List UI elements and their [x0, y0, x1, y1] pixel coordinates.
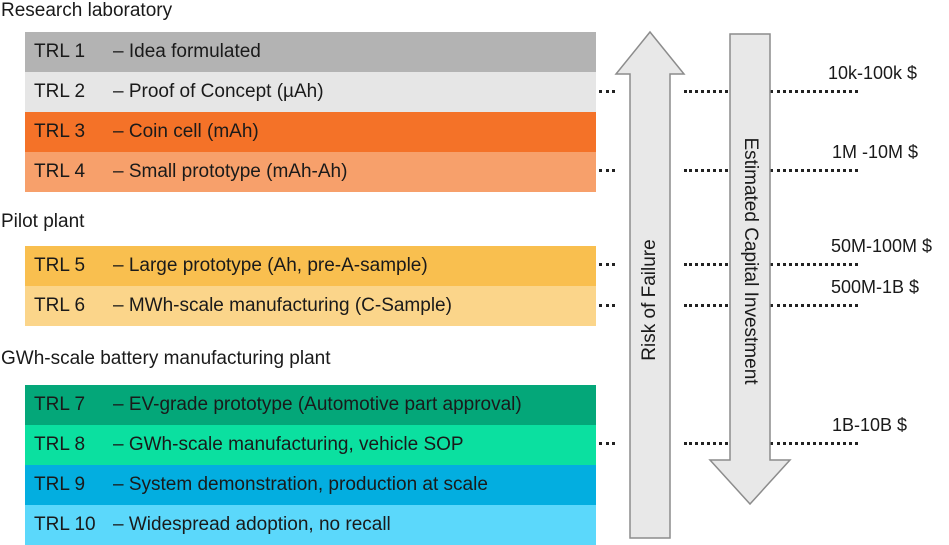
cost-label: 1M -10M $ [832, 142, 919, 162]
capital-investment-arrow [708, 33, 792, 506]
trl-id: TRL 9 [34, 474, 86, 495]
trl-row-5: TRL 5 – Large prototype (Ah, pre-A-sampl… [25, 246, 596, 286]
trl-id: TRL 8 [34, 434, 86, 455]
trl-row-10: TRL 10 – Widespread adoption, no recall [25, 505, 596, 545]
dotted-connector-right [770, 263, 858, 266]
trl-row-2: TRL 2 – Proof of Concept (µAh) [25, 72, 596, 112]
trl-row-1: TRL 1 – Idea formulated [25, 32, 596, 72]
trl-row-7: TRL 7 – EV-grade prototype (Automotive p… [25, 385, 596, 425]
trl-id: TRL 2 [34, 81, 86, 102]
section-title-gwh: GWh-scale battery manufacturing plant [1, 348, 331, 369]
trl-desc: – Idea formulated [113, 41, 261, 62]
trl-id: TRL 6 [34, 295, 86, 316]
dotted-connector-left [599, 304, 615, 307]
risk-of-failure-label: Risk of Failure [639, 239, 660, 361]
trl-row-8: TRL 8 – GWh-scale manufacturing, vehicle… [25, 425, 596, 465]
dotted-connector-right [770, 169, 858, 172]
trl-row-6: TRL 6 – MWh-scale manufacturing (C-Sampl… [25, 286, 596, 326]
trl-desc: – System demonstration, production at sc… [113, 474, 488, 495]
trl-desc: – Proof of Concept (µAh) [113, 81, 324, 102]
dotted-connector-left [599, 90, 615, 93]
trl-desc: – MWh-scale manufacturing (C-Sample) [113, 295, 452, 316]
trl-id: TRL 10 [34, 514, 96, 535]
trl-id: TRL 7 [34, 394, 86, 415]
capital-investment-label: Estimated Capital Investment [740, 137, 761, 385]
section-title-pilot: Pilot plant [1, 211, 85, 232]
trl-desc: – EV-grade prototype (Automotive part ap… [113, 394, 522, 415]
trl-desc: – GWh-scale manufacturing, vehicle SOP [113, 434, 464, 455]
dotted-connector-middle [684, 263, 728, 266]
dotted-connector-middle [684, 304, 728, 307]
cost-label: 1B-10B $ [832, 415, 908, 435]
cost-label: 500M-1B $ [831, 277, 920, 297]
cost-label: 50M-100M $ [831, 236, 933, 256]
trl-id: TRL 3 [34, 121, 86, 142]
dotted-connector-left [599, 263, 615, 266]
risk-of-failure-arrow [614, 30, 686, 539]
trl-desc: – Small prototype (mAh-Ah) [113, 161, 348, 182]
dotted-connector-middle [684, 442, 728, 445]
trl-row-3: TRL 3 – Coin cell (mAh) [25, 112, 596, 152]
trl-id: TRL 4 [34, 161, 86, 182]
trl-desc: – Large prototype (Ah, pre-A-sample) [113, 255, 428, 276]
trl-id: TRL 1 [34, 41, 86, 62]
dotted-connector-middle [684, 90, 728, 93]
trl-row-4: TRL 4 – Small prototype (mAh-Ah) [25, 152, 596, 192]
dotted-connector-right [770, 90, 858, 93]
dotted-connector-middle [684, 169, 728, 172]
cost-label: 10k-100k $ [828, 63, 918, 83]
dotted-connector-right [770, 304, 858, 307]
trl-id: TRL 5 [34, 255, 86, 276]
trl-desc: – Coin cell (mAh) [113, 121, 259, 142]
section-title-research: Research laboratory [1, 0, 173, 21]
trl-desc: – Widespread adoption, no recall [113, 514, 391, 535]
dotted-connector-right [770, 442, 858, 445]
dotted-connector-left [599, 442, 615, 445]
dotted-connector-left [599, 169, 615, 172]
trl-row-9: TRL 9 – System demonstration, production… [25, 465, 596, 505]
